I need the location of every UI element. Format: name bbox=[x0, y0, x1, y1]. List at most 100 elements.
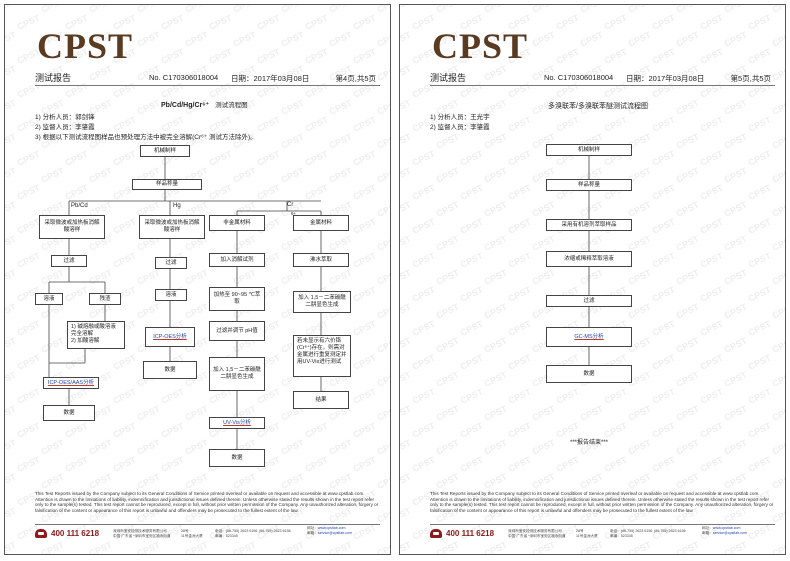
step-cr-add-dpc-nonmetal: 加入 1,5－二苯碳酰二肼显色生成 bbox=[209, 357, 265, 391]
method-note-line: 3) 根据以下测试流程图样品也预处理方法中被完全溶解(Cr⁶⁺ 测试方法除外)。 bbox=[35, 134, 257, 141]
step-cr-nonmetal: 非金属材料 bbox=[209, 215, 265, 231]
footer-contact: 网址：www.cpstlab.com 邮箱：service@cpstlab.co… bbox=[307, 526, 352, 536]
step-pbcd-residue-dissolution: 1) 碱熔融或酸溶液完全溶解 2) 加酸溶解 bbox=[67, 321, 125, 349]
step-cr-boiling-extraction: 沸水萃取 bbox=[293, 253, 349, 267]
step-hg-icp-oes: ICP-OES分析 bbox=[145, 327, 195, 347]
report-number: No. C170306018004 bbox=[149, 73, 219, 82]
footer-postcode: 523345 bbox=[225, 534, 238, 538]
cr-uvvis-label: UV-Vis分析 bbox=[223, 419, 251, 426]
legal-disclaimer: This Test Reports issued by the Company … bbox=[35, 491, 379, 513]
step-mechanical-sampling: 机械制样 bbox=[546, 144, 632, 156]
footer-tel-value: 电话：(86-755) 2623 6156 bbox=[610, 529, 653, 533]
footer-fax: (86-755) 2623 6156 bbox=[259, 529, 291, 534]
footer-post-label: 邮编： bbox=[215, 534, 226, 538]
footer-region: 中国·广东省 *深圳市宝安区福永街道 bbox=[113, 534, 171, 538]
step-cr-uvvis: UV-Vis分析 bbox=[209, 417, 265, 429]
supervisor-line: 2) 监督人员：李肇霞 bbox=[430, 124, 490, 131]
footer-address: 深圳市宝安检测技术服务有限公司 中国·广东省 *深圳市宝安区福永街道 bbox=[508, 529, 566, 539]
step-cr-filter-ph: 过滤并调节 pH值 bbox=[209, 321, 265, 341]
footer-website-link[interactable]: www.cpstlab.com bbox=[712, 526, 741, 530]
step-cr-result: 结果 bbox=[293, 391, 349, 409]
pbcd-icp-aas-label: ICP-OES/AAS分析 bbox=[47, 379, 95, 386]
footer-post-label: 邮编： bbox=[610, 534, 621, 538]
step-organic-solvent-extraction: 采用有机溶剂萃取样品 bbox=[546, 219, 632, 231]
step-cr-metal: 金属材料 bbox=[293, 215, 349, 231]
report-end-marker: ***报告结束*** bbox=[570, 440, 609, 446]
footer-email-link[interactable]: service@cpstlab.com bbox=[317, 531, 352, 535]
analyst-line: 1) 分析人员：王光宇 bbox=[430, 114, 490, 121]
footer-address-2: 28号 11号金洲大厦 bbox=[576, 529, 598, 539]
hotline-number: 400 111 6218 bbox=[446, 529, 495, 538]
cpst-logo: CPST bbox=[37, 26, 134, 66]
report-date: 日期：2017年03月08日 bbox=[231, 74, 310, 83]
page-indicator: 第5页,共5页 bbox=[730, 74, 771, 83]
footer-fax: (86-755) 2623 6156 bbox=[654, 529, 686, 534]
hotline-number: 400 111 6218 bbox=[51, 529, 100, 538]
step-cr-repeat-uvvis: 若未显示有六价铬(Cr⁶⁺)存在，则需对金属进行重复测定并用UV-Vis进行测试 bbox=[293, 335, 351, 377]
report-number: No. C170306018004 bbox=[544, 73, 614, 82]
step-cr-add-reagent: 加入消解试剂 bbox=[209, 253, 265, 267]
footer-contact: 网址：www.cpstlab.com 邮箱：service@cpstlab.co… bbox=[702, 526, 747, 536]
footer-tel-value: 电话：(86-755) 2623 6156 bbox=[215, 529, 258, 533]
phone-icon bbox=[430, 529, 442, 538]
section-title: 多溴联苯/多溴联苯醚测试流程图 bbox=[548, 103, 648, 110]
analyst-line: 1) 分析人员：郭剑锋 bbox=[35, 114, 95, 121]
footer-web-label: 网址： bbox=[307, 526, 318, 530]
footer-building: 11号金洲大厦 bbox=[576, 534, 598, 538]
branch-label-pbcd: Pb/Cd bbox=[71, 203, 88, 209]
analyst-info: 1) 分析人员：王光宇 2) 监督人员：李肇霞 bbox=[430, 113, 490, 133]
report-header: 测试报告 No. C170306018004 日期：2017年03月08日 第4… bbox=[35, 73, 380, 86]
step-pbcd-data: 数据 bbox=[43, 405, 95, 421]
page-indicator: 第4页,共5页 bbox=[335, 74, 376, 83]
footer-fax-value: (86-755) 2623 6156 bbox=[654, 529, 686, 533]
step-hg-data: 数据 bbox=[143, 361, 197, 379]
cpst-logo: CPST bbox=[432, 26, 529, 66]
footer-web-label: 网址： bbox=[702, 526, 713, 530]
step-pbcd-filter: 过滤 bbox=[51, 255, 87, 267]
step-hg-digestion: 采取微波或加热板消解酸溶样 bbox=[139, 215, 205, 239]
phone-icon bbox=[35, 529, 47, 538]
step-pbcd-solution: 溶液 bbox=[35, 293, 63, 305]
supervisor-line: 2) 监督人员：李肇霞 bbox=[35, 124, 95, 131]
report-title: 测试报告 bbox=[430, 73, 467, 83]
flow-connectors bbox=[588, 156, 590, 365]
branch-label-hg: Hg bbox=[173, 203, 181, 209]
step-mechanical-sampling: 机械制样 bbox=[140, 145, 190, 157]
footer-email-label: 邮箱： bbox=[307, 531, 318, 535]
footer-address-no: 28号 bbox=[181, 529, 189, 533]
footer-address-no: 28号 bbox=[576, 529, 584, 533]
branch-label-cr-text: Cr bbox=[287, 202, 294, 208]
step-cr-data: 数据 bbox=[209, 449, 265, 467]
branch-label-cr-superscript: 6+ bbox=[291, 211, 297, 216]
analyst-info: 1) 分析人员：郭剑锋 2) 监督人员：李肇霞 3) 根据以下测试流程图样品也预… bbox=[35, 113, 257, 143]
footer-region: 中国·广东省 *深圳市宝安区福永街道 bbox=[508, 534, 566, 538]
footer-tel: 电话：(86-755) 2623 6156 邮编：523345 bbox=[610, 529, 652, 539]
footer-address-2: 28号 11号金洲大厦 bbox=[181, 529, 203, 539]
footer-tel: 电话：(86-755) 2623 6156 邮编：523345 bbox=[215, 529, 257, 539]
section-title-text: Pb/Cd/Hg/Cr⁶⁺ bbox=[161, 102, 210, 109]
footer-building: 11号金洲大厦 bbox=[181, 534, 203, 538]
footer-postcode: 523345 bbox=[620, 534, 633, 538]
step-pbcd-digestion: 采取微波或加热板消解酸溶样 bbox=[39, 215, 105, 239]
step-hg-solution: 溶液 bbox=[155, 289, 187, 301]
report-footer: 400 111 6218 深圳市宝安检测技术服务有限公司 中国·广东省 *深圳市… bbox=[35, 524, 380, 547]
step-gc-ms: GC-MS分析 bbox=[546, 327, 632, 347]
step-filter: 过滤 bbox=[546, 295, 632, 307]
report-date: 日期：2017年03月08日 bbox=[626, 74, 705, 83]
branch-label-cr: Cr bbox=[287, 202, 293, 208]
step-pbcd-icp-aas: ICP-OES/AAS分析 bbox=[43, 377, 99, 389]
hg-icp-oes-label: ICP-OES分析 bbox=[153, 333, 187, 340]
report-title: 测试报告 bbox=[35, 73, 72, 83]
footer-email-link[interactable]: service@cpstlab.com bbox=[712, 531, 747, 535]
footer-email-label: 邮箱： bbox=[702, 531, 713, 535]
footer-company: 深圳市宝安检测技术服务有限公司 bbox=[113, 529, 167, 533]
flow-connectors bbox=[48, 157, 322, 449]
step-hg-filter: 过滤 bbox=[155, 257, 187, 269]
step-cr-add-dpc-metal: 加入 1,5－二苯碳酰二肼显色生成 bbox=[293, 291, 351, 313]
footer-fax-value: (86-755) 2623 6156 bbox=[259, 529, 291, 533]
footer-website-link[interactable]: www.cpstlab.com bbox=[317, 526, 346, 530]
report-header: 测试报告 No. C170306018004 日期：2017年03月08日 第5… bbox=[430, 73, 775, 86]
step-sample-weighing: 样品称量 bbox=[546, 179, 632, 191]
step-cr-heat-extract: 加热至 90~95 ℃萃取 bbox=[209, 287, 265, 311]
